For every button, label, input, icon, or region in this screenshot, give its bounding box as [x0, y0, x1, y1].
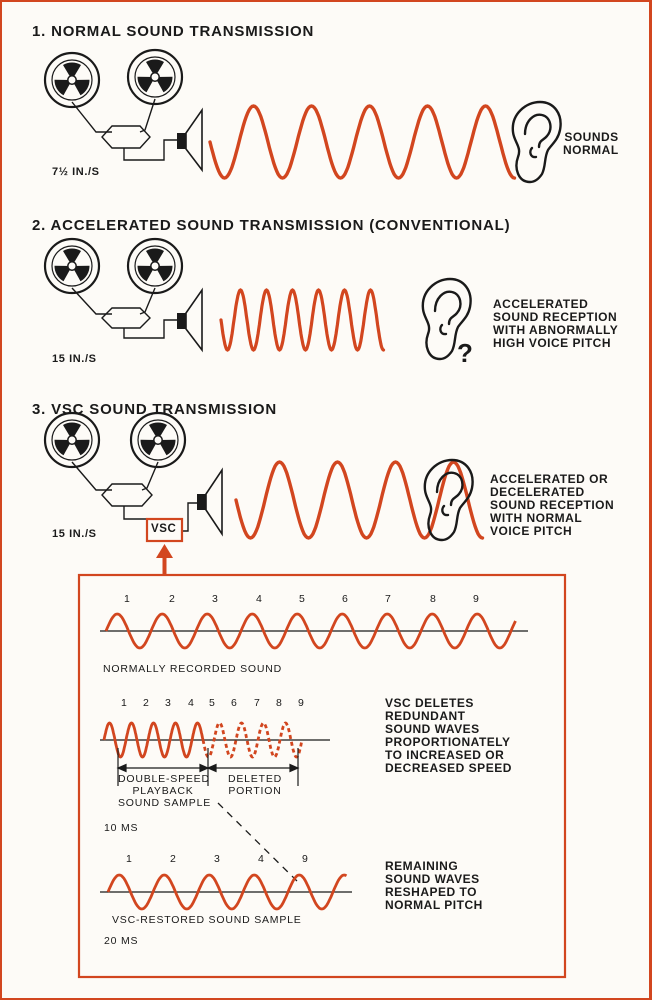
sound-wave-vsc	[234, 460, 485, 540]
restored-caption: VSC-RESTORED SOUND SAMPLE	[112, 914, 302, 926]
speaker-icon	[197, 467, 223, 537]
wave-cycle-number: 6	[231, 697, 237, 709]
tape-deck-2	[43, 237, 184, 339]
wave-cycle-number: 9	[298, 697, 304, 709]
wave-cycle-number: 7	[254, 697, 260, 709]
normal-caption: NORMALLY RECORDED SOUND	[103, 663, 283, 675]
double-speed-label: DOUBLE-SPEED PLAYBACK SOUND SAMPLE	[118, 773, 212, 809]
sound-wave-accelerated	[219, 288, 386, 352]
section-2-speed: 15 IN./S	[52, 353, 97, 365]
wave-cycle-number: 4	[256, 593, 262, 605]
wave-cycle-number: 5	[299, 593, 305, 605]
wave-cycle-number: 2	[169, 593, 175, 605]
tape-deck-3	[43, 411, 197, 532]
wave-cycle-number: 2	[143, 697, 149, 709]
vsc-connector	[162, 555, 167, 575]
wave-cycle-number: 9	[473, 593, 479, 605]
ear-icon	[511, 100, 562, 184]
section-1-speed: 7½ IN./S	[52, 166, 100, 178]
sound-wave-normal	[208, 104, 517, 180]
tape-reel-icon	[43, 411, 101, 469]
wave-cycle-number: 1	[121, 697, 127, 709]
vsc-box	[145, 517, 184, 543]
measure-arrows	[116, 748, 300, 786]
restored-wave	[106, 873, 348, 911]
tape-reel-icon	[126, 48, 184, 106]
section-3-speed: 15 IN./S	[52, 528, 97, 540]
vsc-label: VSC	[151, 523, 177, 535]
section-3-heading: 3. VSC SOUND TRANSMISSION	[32, 401, 278, 418]
wave-cycle-number: 3	[165, 697, 171, 709]
vsc-arrow	[156, 544, 173, 558]
wave-cycle-number: 4	[258, 853, 264, 865]
remaining-waves-note: REMAINING SOUND WAVES RESHAPED TO NORMAL…	[385, 859, 483, 912]
tape-reel-icon	[43, 51, 101, 109]
wave-cycle-number: 9	[302, 853, 308, 865]
normal-recorded-wave	[104, 612, 517, 650]
guide-line	[217, 802, 301, 885]
tape-deck-1	[43, 48, 184, 161]
section-2-heading: 2. ACCELERATED SOUND TRANSMISSION (CONVE…	[32, 217, 511, 234]
section-2-description: ACCELERATED SOUND RECEPTION WITH ABNORMA…	[493, 297, 619, 350]
section-1-description: SOUNDS NORMAL	[563, 130, 619, 157]
vsc-deletes-note: VSC DELETES REDUNDANT SOUND WAVES PROPOR…	[385, 696, 512, 775]
wave-cycle-number: 7	[385, 593, 391, 605]
deleted-portion-wave	[201, 721, 304, 759]
wave-cycle-number: 6	[342, 593, 348, 605]
speaker-icon	[177, 287, 203, 353]
section-1-heading: 1. NORMAL SOUND TRANSMISSION	[32, 23, 315, 40]
wave-cycle-number: 8	[430, 593, 436, 605]
wave-cycle-number: 2	[170, 853, 176, 865]
wave-cycle-number: 4	[188, 697, 194, 709]
detail-panel	[77, 573, 567, 979]
tape-reel-icon	[129, 411, 187, 469]
wave-cycle-number: 5	[209, 697, 215, 709]
tape-reel-icon	[126, 237, 184, 295]
wave-cycle-number: 3	[214, 853, 220, 865]
deleted-portion-label: DELETED PORTION	[227, 773, 283, 797]
question-mark: ?	[457, 338, 474, 368]
restored-time: 20 MS	[104, 935, 139, 947]
wave-cycle-number: 3	[212, 593, 218, 605]
wave-cycle-number: 1	[124, 593, 130, 605]
wave-cycle-number: 1	[126, 853, 132, 865]
double-speed-time: 10 MS	[104, 822, 139, 834]
wave-cycle-number: 8	[276, 697, 282, 709]
section-3-description: ACCELERATED OR DECELERATED SOUND RECEPTI…	[490, 472, 615, 538]
tape-reel-icon	[43, 237, 101, 295]
double-speed-wave	[102, 721, 205, 759]
speaker-icon	[177, 107, 203, 173]
